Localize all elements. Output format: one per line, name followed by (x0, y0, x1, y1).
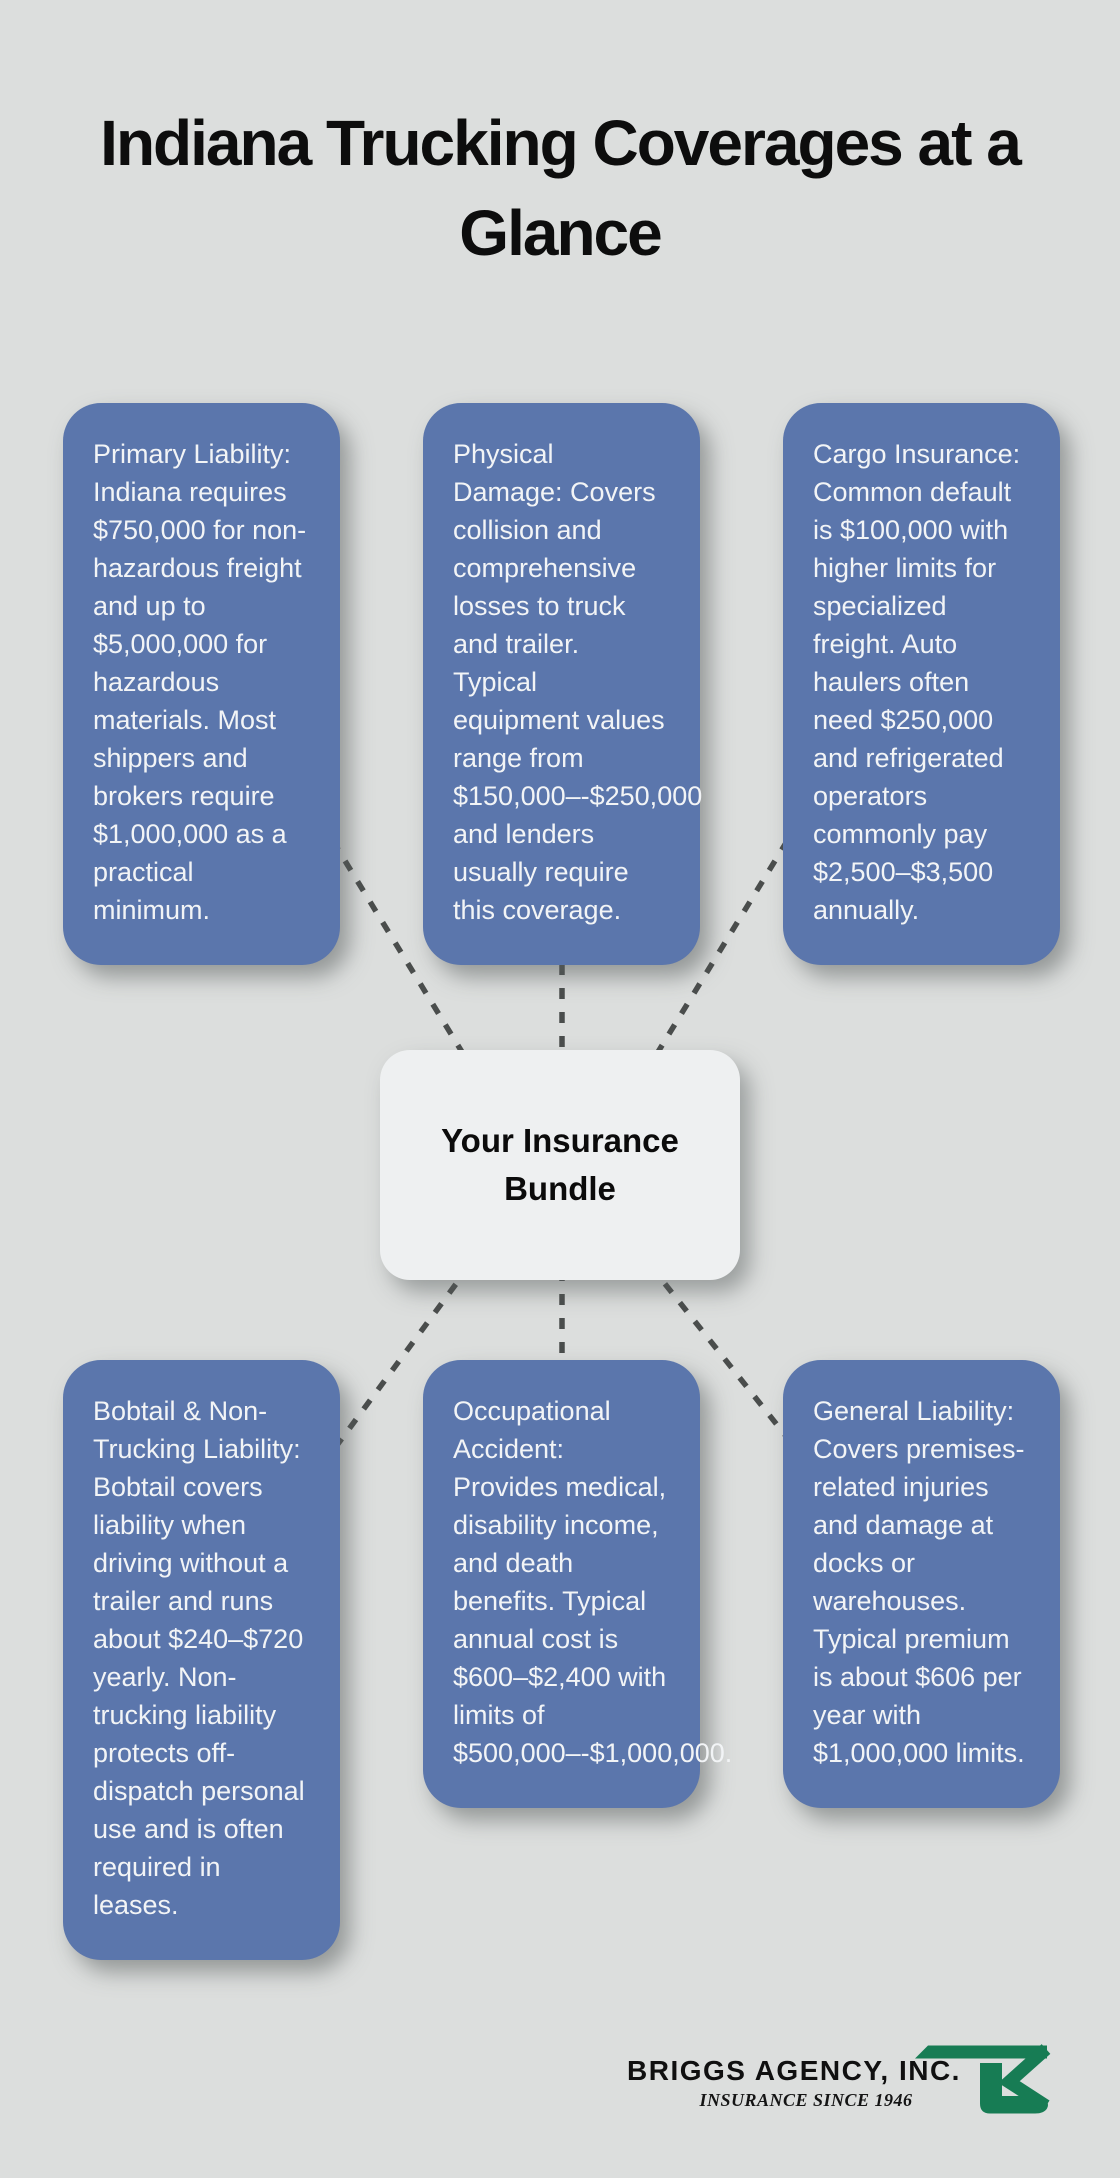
coverage-card-text: Physical Damage: Covers collision and co… (453, 439, 703, 925)
coverage-card-text: Occupational Accident: Provides medical,… (453, 1396, 733, 1768)
logo-chevron (998, 2044, 1051, 2112)
coverage-card-general-liability: General Liability: Covers premises-relat… (783, 1360, 1060, 1808)
coverage-card-text: Cargo Insurance: Common default is $100,… (813, 439, 1021, 925)
connector-line-bottom-left (312, 1263, 473, 1477)
coverage-card-text: General Liability: Covers premises-relat… (813, 1396, 1025, 1768)
coverage-card-physical-damage: Physical Damage: Covers collision and co… (423, 403, 703, 965)
page-title: Indiana Trucking Coverages at a Glance (100, 107, 1022, 269)
connector-line-bottom-right (647, 1263, 808, 1462)
briggs-agency-tagline: INSURANCE SINCE 1946 (699, 2090, 913, 2110)
insurance-bundle-label: Your Insurance Bundle (441, 1122, 679, 1207)
coverage-card-cargo-insurance: Cargo Insurance: Common default is $100,… (783, 403, 1060, 965)
coverage-card-occupational-accident: Occupational Accident: Provides medical,… (423, 1360, 732, 1808)
logo-top-bar (915, 2045, 1047, 2059)
coverage-card-bobtail-non-trucking: Bobtail & Non-Trucking Liability: Bobtai… (63, 1360, 340, 1960)
insurance-bundle-node: Your Insurance Bundle (380, 1050, 740, 1280)
coverage-card-primary-liability: Primary Liability: Indiana requires $750… (63, 403, 340, 965)
briggs-logo-mark-icon (915, 2044, 1051, 2114)
briggs-agency-brand-name: BRIGGS AGENCY, INC. (627, 2055, 961, 2086)
coverage-card-text: Primary Liability: Indiana requires $750… (93, 439, 307, 925)
coverage-card-text: Bobtail & Non-Trucking Liability: Bobtai… (93, 1396, 305, 1920)
